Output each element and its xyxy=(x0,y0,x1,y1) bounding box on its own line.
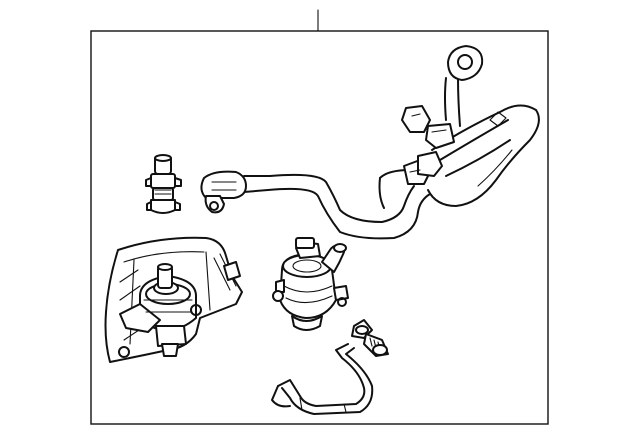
assembly-frame xyxy=(90,30,549,425)
coolant-pipe-icon xyxy=(200,45,540,240)
clip-icon xyxy=(271,343,374,415)
pump-bracket-icon xyxy=(104,236,243,363)
water-pump-icon xyxy=(272,237,349,331)
bolt-icon xyxy=(351,319,389,357)
connector-icon xyxy=(145,154,182,214)
